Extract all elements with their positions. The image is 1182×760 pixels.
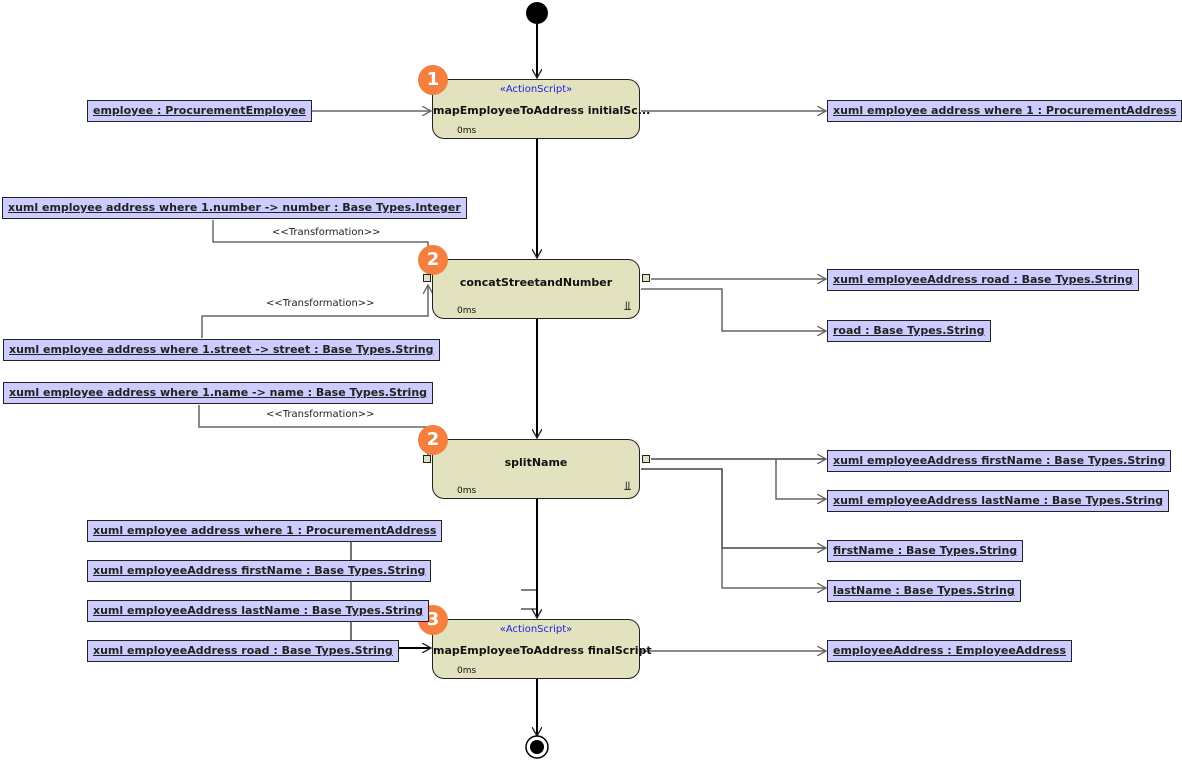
object-procurement-address-out[interactable]: xuml employee address where 1 : Procurem… <box>827 100 1182 122</box>
action-name: concatStreetandNumber <box>459 276 613 289</box>
object-firstname[interactable]: firstName : Base Types.String <box>827 540 1024 562</box>
fork-icon: ⫫ <box>624 299 631 313</box>
input-pin[interactable] <box>423 455 431 463</box>
object-name-in[interactable]: xuml employee address where 1.name -> na… <box>3 382 434 404</box>
object-lastname-out[interactable]: xuml employeeAddress lastName : Base Typ… <box>827 490 1170 512</box>
action-time: 0ms <box>457 306 477 316</box>
object-final-in-road[interactable]: xuml employeeAddress road : Base Types.S… <box>87 640 399 662</box>
action-concat-street-number[interactable]: concatStreetandNumber 0ms ⫫ <box>432 259 640 319</box>
object-employee-address-out[interactable]: employeeAddress : EmployeeAddress <box>827 640 1073 662</box>
object-street-in[interactable]: xuml employee address where 1.street -> … <box>3 339 440 361</box>
step-badge: 2 <box>418 425 448 455</box>
action-time: 0ms <box>457 666 477 676</box>
transformation-label: <<Transformation>> <box>272 227 381 238</box>
object-final-in-address[interactable]: xuml employee address where 1 : Procurem… <box>87 520 443 542</box>
final-node <box>530 740 544 754</box>
object-road[interactable]: road : Base Types.String <box>827 320 991 342</box>
object-number-in[interactable]: xuml employee address where 1.number -> … <box>2 197 467 219</box>
object-lastname[interactable]: lastName : Base Types.String <box>827 580 1021 602</box>
action-time: 0ms <box>457 126 477 136</box>
action-name: mapEmployeeToAddress finalScript <box>433 644 652 657</box>
object-final-in-firstname[interactable]: xuml employeeAddress firstName : Base Ty… <box>87 560 432 582</box>
transformation-label: <<Transformation>> <box>266 298 375 309</box>
diagram-edges <box>198 2 1151 759</box>
output-pin[interactable] <box>642 274 650 282</box>
output-pin[interactable] <box>642 455 650 463</box>
action-map-final[interactable]: «ActionScript» mapEmployeeToAddress fina… <box>432 619 652 679</box>
action-map-initial[interactable]: «ActionScript» mapEmployeeToAddress init… <box>432 79 651 139</box>
fork-icon: ⫫ <box>624 479 631 493</box>
action-name: mapEmployeeToAddress initialSc... <box>433 104 651 117</box>
action-name: splitName <box>504 456 568 469</box>
step-badge: 2 <box>418 245 448 275</box>
step-badge: 1 <box>418 65 448 95</box>
object-road-out[interactable]: xuml employeeAddress road : Base Types.S… <box>827 269 1139 291</box>
action-split-name[interactable]: splitName 0ms ⫫ <box>432 439 640 499</box>
initial-node[interactable] <box>526 2 548 24</box>
stereotype-label: «ActionScript» <box>499 84 573 95</box>
stereotype-label: «ActionScript» <box>499 624 573 635</box>
object-final-in-lastname[interactable]: xuml employeeAddress lastName : Base Typ… <box>87 600 430 622</box>
object-employee[interactable]: employee : ProcurementEmployee <box>87 100 312 122</box>
object-firstname-out[interactable]: xuml employeeAddress firstName : Base Ty… <box>827 450 1172 472</box>
action-time: 0ms <box>457 486 477 496</box>
transformation-label: <<Transformation>> <box>266 409 375 420</box>
input-pin[interactable] <box>423 274 431 282</box>
